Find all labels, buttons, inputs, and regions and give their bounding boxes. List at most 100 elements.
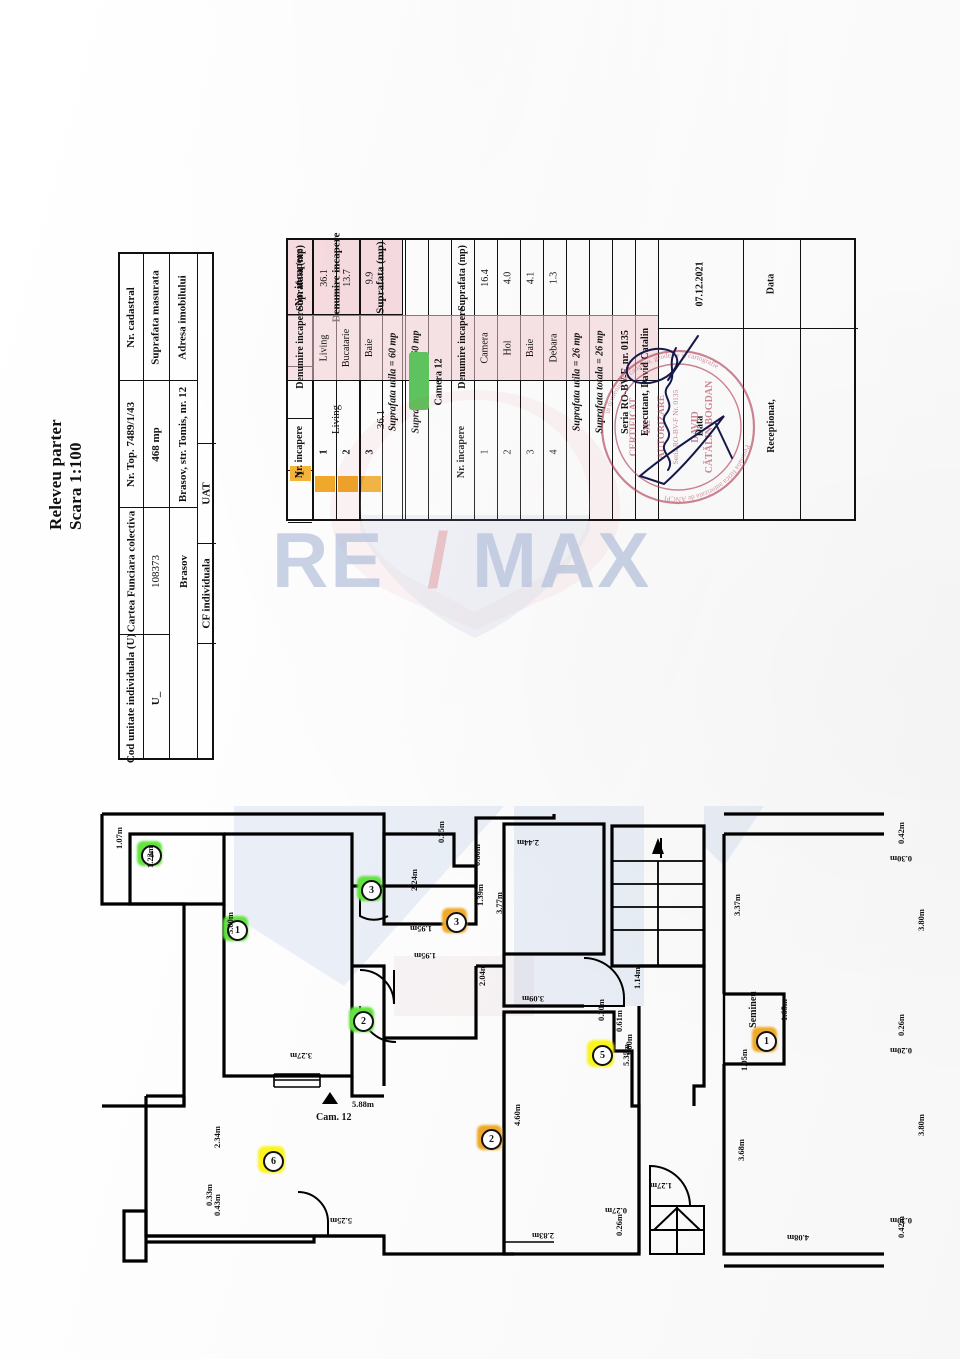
dimension-label: 4.60m (512, 1104, 522, 1126)
secA-row1-area: 13.7 (341, 268, 353, 287)
remax-wordmark-slash: / (427, 515, 449, 606)
secA-row0-name: Living (318, 334, 330, 361)
dimension-label: 2.83m (532, 1231, 554, 1241)
dimension-label: 3.27m (290, 1051, 312, 1061)
secB-row2-area: 4.1 (525, 271, 537, 284)
dimension-label: 3.80m (916, 909, 926, 931)
room-marker-5: 5 (592, 1045, 613, 1066)
secA-header-name: Denumire incapere (294, 306, 306, 389)
dimension-label: 5.00m (225, 912, 235, 934)
page-title: Releveu parter Scara 1:100 (46, 419, 86, 530)
info-uat-value: Brasov (177, 555, 190, 588)
room-marker-6: 6 (263, 1151, 284, 1172)
secA-header-area: Suprafata (mp) (294, 244, 306, 311)
remax-wordmark-left: RE (272, 515, 384, 606)
remax-text-slash: / (427, 516, 449, 604)
room-marker-1-right: 1 (756, 1031, 777, 1052)
info-label-3: Cod unitate individuala (U) (125, 633, 137, 764)
data-label-2: Data (765, 273, 777, 295)
dimension-label: 1.39m (475, 884, 485, 906)
dimension-label: 3.77m (494, 892, 504, 914)
semineu-label: Semineu (747, 991, 759, 1028)
room-marker-2-left: 2 (353, 1011, 374, 1032)
dimension-label: 4.08m (787, 1233, 809, 1243)
dimension-label: 1.07m (114, 827, 124, 849)
info-col-labels: Nr. cadastral Nr. Top. 7489/1/43 Cartea … (120, 254, 144, 763)
title-line-2: Scara 1:100 (66, 442, 85, 530)
secB-row3-area: 1.3 (548, 271, 560, 284)
info-extra-1: Brasov, str. Tomis, nr. 12 (177, 386, 190, 502)
secA-row2-area: 9.9 (364, 271, 376, 284)
dimension-label: 1.05m (739, 1049, 749, 1071)
room-marker-4-left: 4 (141, 845, 162, 866)
dimension-label: 3.68m (736, 1139, 746, 1161)
dimension-label: 1.95m (410, 924, 432, 934)
secB-row0-name: Camera (479, 331, 491, 364)
remax-balloon-watermark (235, 380, 715, 680)
dimension-label: 0.60m (472, 844, 482, 866)
secB-row2-name: Baie (525, 338, 537, 357)
dimension-label: 1.14m (632, 967, 642, 989)
secB-header-name: Denumire incapere (456, 306, 468, 389)
room-marker-1-left: 1 (227, 920, 248, 941)
info-label-2: Cartea Funciara colectiva (125, 510, 138, 632)
secB-row1-name: Hol (502, 340, 514, 355)
dimension-label: 0.61m (614, 1010, 624, 1032)
info-cf-label: CF individuala (200, 558, 213, 629)
info-value-1: 468 mp (150, 426, 162, 462)
info-value-2: 108373 (150, 554, 162, 588)
dimension-label: 0.20m (890, 1046, 912, 1056)
dimension-label: 2.34m (212, 1126, 222, 1148)
dimension-label: 2.04m (477, 964, 487, 986)
dimension-label: 1.27m (650, 1181, 672, 1191)
info-col-values: Suprafata masurata 468 mp 108373 U_ (144, 254, 170, 758)
remax-text-re: RE (272, 516, 385, 604)
dimension-label: 3.80m (916, 1114, 926, 1136)
dimension-label: 0.25m (436, 821, 446, 843)
secB-row1-area: 4.0 (502, 271, 514, 284)
secB-row0-area: 16.4 (479, 268, 491, 287)
dimension-label: 0.43m (212, 1194, 222, 1216)
dimension-label: 0.30m (596, 999, 606, 1021)
remax-text-max: MAX (472, 516, 652, 604)
dimension-label: 0.42m (896, 1216, 906, 1238)
info-value-3: U_ (149, 691, 162, 706)
dimension-label: 3.37m (732, 894, 742, 916)
room-marker-3-left: 3 (361, 880, 382, 901)
dimension-label: 5.25m (330, 1216, 352, 1226)
secA-row1-name: Bucatarie (341, 328, 353, 367)
dimension-label: 0.26m (614, 1214, 624, 1236)
room-marker-3-center: 3 (446, 912, 467, 933)
info-label-1: Nr. Top. 7489/1/43 (125, 401, 137, 487)
secA-row0-area: 36.1 (318, 268, 330, 287)
dimension-label: 5.88m (352, 1099, 374, 1109)
dimension-label: 1.23m (145, 846, 155, 868)
secB-row3-name: Debara (548, 333, 560, 362)
cam12-label: Cam. 12 (316, 1112, 352, 1123)
dimension-label: 0.26m (896, 1014, 906, 1036)
dimension-label: 0.30m (890, 854, 912, 864)
dimension-label: 5.35m (621, 1044, 631, 1066)
cam12-marker (322, 1092, 338, 1104)
info-col-address: Adresa imobilului Brasov, str. Tomis, nr… (170, 254, 198, 758)
receptionat-label: Receptionat, (765, 398, 777, 453)
dimension-label: 0.42m (896, 822, 906, 844)
info-uat-label: UAT (200, 482, 213, 505)
dimension-label: 2.24m (409, 869, 419, 891)
dimension-label: 1.95m (414, 951, 436, 961)
dimension-label: 1.65m (779, 999, 789, 1021)
info-extra-0: Adresa imobilului (177, 274, 189, 360)
secB-header-area: Suprafata (mp) (456, 244, 468, 311)
secA-row2-name: Baie (364, 338, 376, 357)
dimension-label: 2.44m (517, 838, 539, 848)
data-value-1: 07.12.2021 (694, 261, 706, 307)
info-value-0: Suprafata masurata (150, 269, 163, 365)
dimension-label: 0.27m (605, 1206, 627, 1216)
title-line-1: Releveu parter (46, 419, 65, 530)
room-marker-2-center: 2 (481, 1129, 502, 1150)
floor-plan-drawing: 1 2 3 4 3 2 5 1 6 Cam. 12 Semineu 1.07m 1… (84, 806, 944, 1276)
remax-wordmark-right: MAX (472, 515, 651, 606)
property-info-table: Nr. cadastral Nr. Top. 7489/1/43 Cartea … (118, 252, 216, 763)
info-label-0: Nr. cadastral (125, 286, 138, 348)
